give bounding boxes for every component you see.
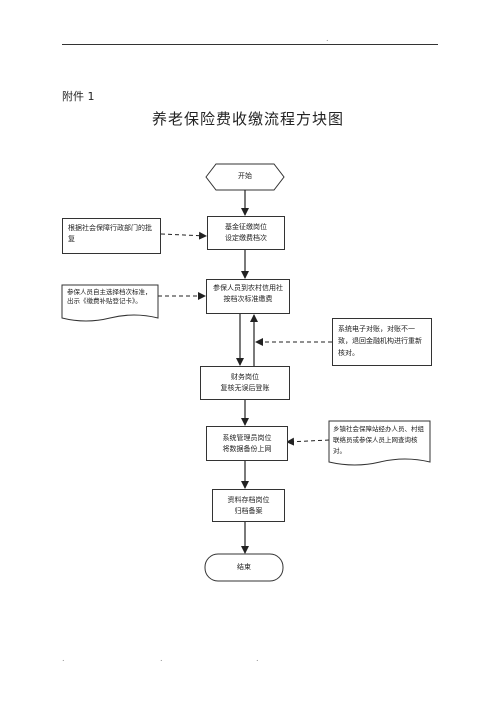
dashed-arrow-policy: [160, 231, 207, 240]
note-self-choice: 参保人员自主选择档次标准，出示《缴费补贴登记卡》。: [67, 288, 152, 305]
step-finance-review-line2: 复核无误后登账: [220, 384, 270, 392]
query-note-shape: [328, 420, 431, 466]
step-finance-review: 财务岗位 复核无误后登账: [200, 366, 290, 400]
header-mark: .: [326, 34, 329, 43]
note-online-query: 乡镇社会保障站经办人员、村组联络员或参保人员上网查询核对。: [333, 425, 424, 455]
step-fund-collection-line1: 基金征缴岗位: [225, 223, 267, 231]
step-fund-collection: 基金征缴岗位 设定缴费档次: [207, 216, 285, 250]
step-payment: 参保人员到农村信用社 按档次标准缴费: [206, 279, 290, 314]
header-rule: [62, 44, 438, 45]
page-title: 养老保险费收缴流程方块图: [151, 110, 344, 128]
end-label: 结束: [237, 563, 251, 571]
step-archive-line1: 资料存档岗位: [227, 495, 270, 504]
step-fund-collection-line2: 设定缴费档次: [225, 234, 267, 242]
step-archive: 资料存档岗位 归档备案: [212, 489, 285, 522]
step-system-backup: 系统管理员岗位 将数据备份上网: [206, 426, 288, 461]
choice-note-shape: [61, 284, 159, 322]
dashed-arrow-query: [286, 437, 330, 446]
step-archive-line2: 归档备案: [234, 506, 263, 515]
step-payment-line2: 按档次标准缴费: [223, 295, 273, 303]
step-finance-review-line1: 财务岗位: [231, 373, 259, 381]
footer-mark-3: .: [256, 654, 259, 663]
step-payment-line1: 参保人员到农村信用社: [213, 284, 283, 292]
end-terminator: [204, 553, 284, 582]
start-label: 开始: [238, 172, 252, 180]
step-system-backup-line1: 系统管理员岗位: [222, 433, 272, 442]
step-system-backup-line2: 将数据备份上网: [222, 444, 272, 453]
footer-mark-1: .: [62, 654, 65, 663]
note-policy-approval: 根据社会保障行政部门的批复: [62, 218, 161, 254]
note-reconciliation: 系统电子对账，对账不一致，退回金融机构进行重新核对。: [332, 318, 432, 366]
footer-mark-2: .: [160, 654, 163, 663]
attachment-label: 附件 1: [62, 90, 95, 103]
start-terminator: [205, 163, 285, 191]
